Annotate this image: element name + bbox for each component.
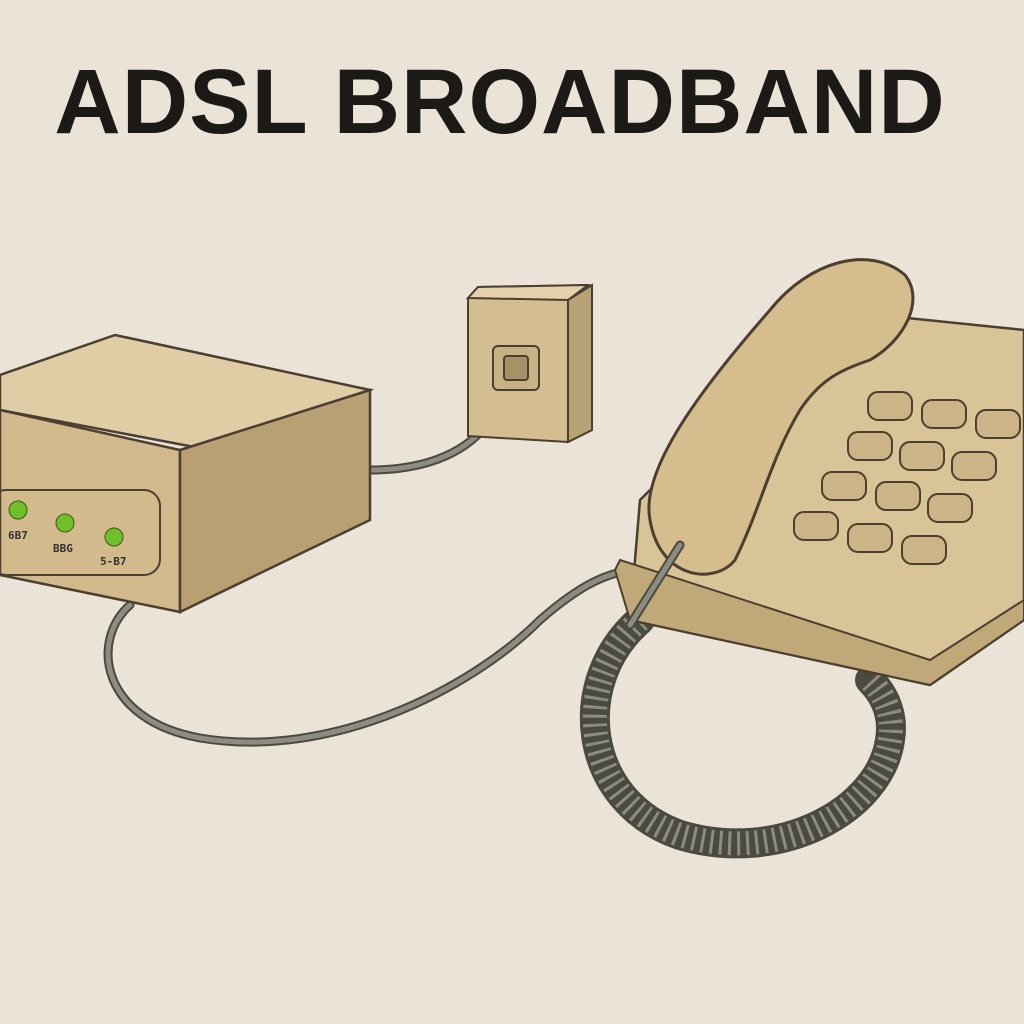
adsl-modem: 6B7 BBG 5-B7 — [0, 333, 375, 614]
led-1 — [8, 500, 28, 520]
keypad — [793, 391, 1021, 565]
led-3 — [104, 527, 124, 547]
telephone — [613, 258, 1024, 687]
coiled-cord — [579, 605, 906, 859]
page-title: ADSL BROADBAND — [54, 51, 946, 153]
led-label-3: 5-B7 — [100, 555, 127, 568]
led-2 — [55, 513, 75, 533]
led-label-2: BBG — [53, 542, 73, 555]
led-label-1: 6B7 — [8, 529, 28, 542]
wall-socket — [465, 283, 593, 444]
handset — [647, 258, 915, 576]
